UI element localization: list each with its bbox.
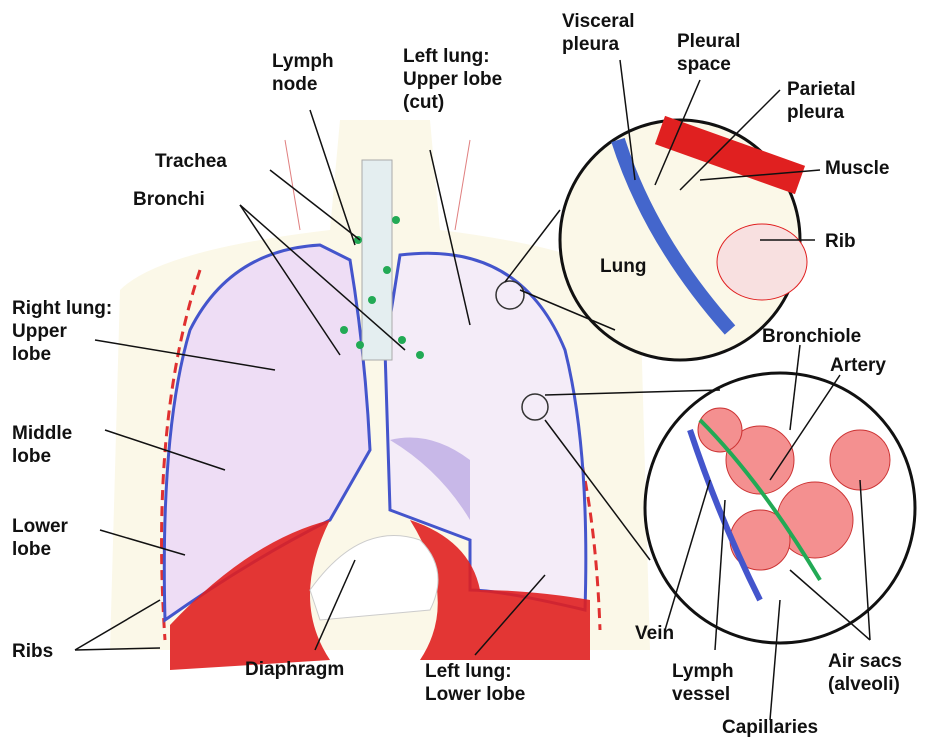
- label-diaphragm: Diaphragm: [245, 658, 344, 681]
- label-bronchi: Bronchi: [133, 188, 205, 211]
- label-muscle: Muscle: [825, 157, 889, 180]
- label-trachea: Trachea: [155, 150, 227, 173]
- label-artery: Artery: [830, 354, 886, 377]
- label-left-upper-lobe: Left lung:Upper lobe(cut): [403, 45, 502, 114]
- label-air-sacs: Air sacs(alveoli): [828, 650, 902, 696]
- label-rib: Rib: [825, 230, 856, 253]
- rib-cross-section: [717, 224, 807, 300]
- label-lung-inset: Lung: [600, 255, 646, 278]
- label-left-lower-lobe: Left lung:Lower lobe: [425, 660, 525, 706]
- label-capillaries: Capillaries: [722, 716, 818, 739]
- label-vein: Vein: [635, 622, 674, 645]
- label-ribs: Ribs: [12, 640, 53, 663]
- label-bronchiole: Bronchiole: [762, 325, 861, 348]
- trachea-shape: [362, 160, 392, 360]
